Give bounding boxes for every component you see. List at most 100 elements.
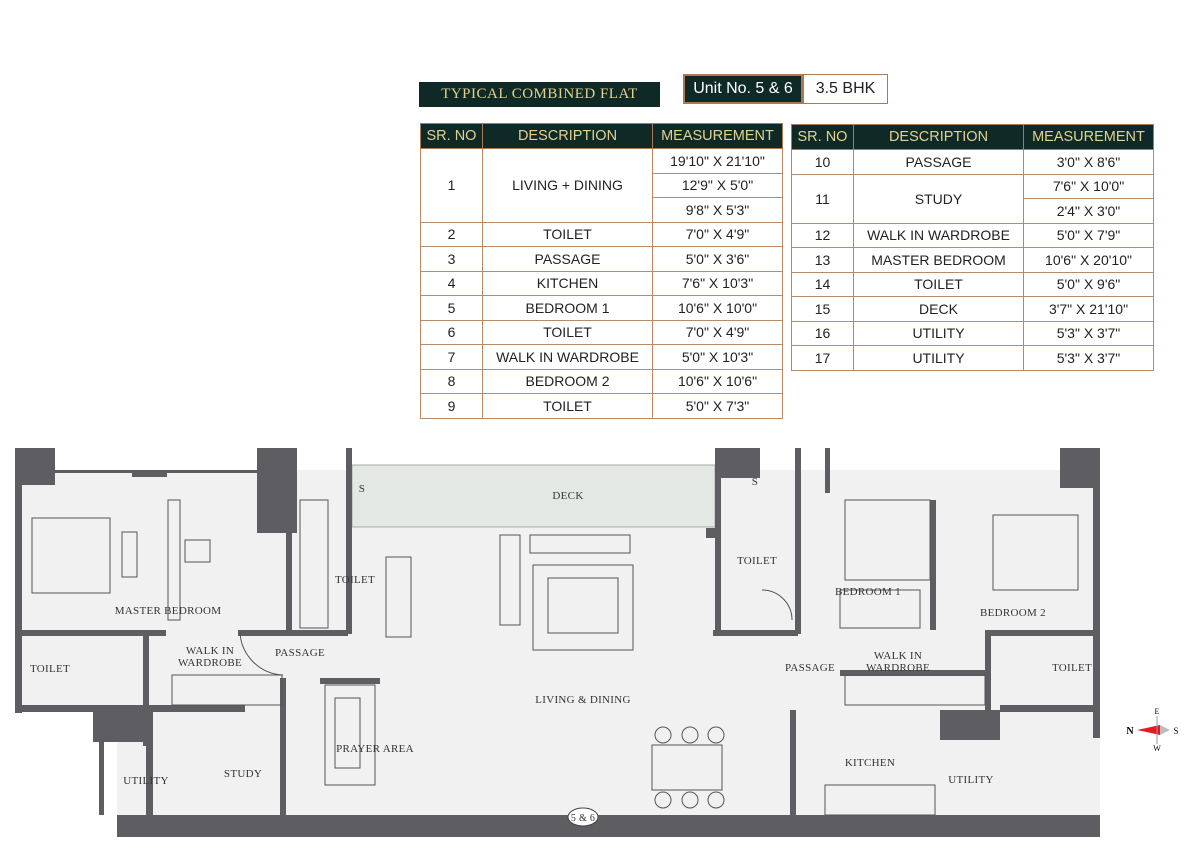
unit-type: 3.5 BHK xyxy=(803,74,888,104)
label-deck: DECK xyxy=(552,490,583,502)
room-labels: DECK S S TOILET MASTER BEDROOM TOILET WA… xyxy=(30,476,1092,827)
description-cell: DECK xyxy=(853,296,1024,322)
sr-no-cell: 16 xyxy=(791,320,854,346)
col-header-description: DESCRIPTION xyxy=(482,123,653,149)
measurement-cell: 5'0" X 9'6" xyxy=(1023,271,1154,297)
compass-s: S xyxy=(1173,726,1178,736)
measurement-cell: 7'0" X 4'9" xyxy=(652,221,783,247)
sr-no-cell: 7 xyxy=(420,344,483,370)
measurement-cell: 10'6" X 10'0" xyxy=(652,295,783,321)
sr-no-cell: 1 xyxy=(420,148,483,223)
compass-n: N xyxy=(1126,726,1134,737)
measurement-cell: 9'8" X 5'3" xyxy=(652,197,783,223)
measurement-cell: 3'7" X 21'10" xyxy=(1023,296,1154,322)
label-passage-right: PASSAGE xyxy=(785,662,835,674)
table-row: 9'8" X 5'3" xyxy=(421,197,783,223)
description-cell: TOILET xyxy=(482,393,653,419)
label-wiw-left-2: WARDROBE xyxy=(178,657,242,669)
sr-no-cell: 9 xyxy=(420,393,483,419)
deck-area xyxy=(351,464,716,528)
col-header-measurement: MEASUREMENT xyxy=(1023,124,1154,150)
label-utility-right: UTILITY xyxy=(948,774,993,786)
measurement-cell: 7'6" X 10'0" xyxy=(1023,173,1154,199)
label-wiw-right-1: WALK IN xyxy=(874,650,922,662)
description-cell: UTILITY xyxy=(853,345,1024,371)
label-shaft-right: S xyxy=(752,476,758,488)
label-wiw-left-1: WALK IN xyxy=(186,645,234,657)
sr-no-cell: 6 xyxy=(420,319,483,345)
description-cell: PASSAGE xyxy=(482,246,653,272)
measurement-cell: 12'9" X 5'0" xyxy=(652,172,783,198)
sr-no-cell: 15 xyxy=(791,296,854,322)
col-header-description: DESCRIPTION xyxy=(853,124,1024,150)
label-bedroom2: BEDROOM 2 xyxy=(980,607,1046,619)
description-cell: TOILET xyxy=(482,221,653,247)
measurement-cell: 5'3" X 3'7" xyxy=(1023,345,1154,371)
measurement-cell: 2'4" X 3'0" xyxy=(1023,198,1154,224)
label-toilet-center-left: TOILET xyxy=(335,574,375,586)
sr-no-cell: 13 xyxy=(791,247,854,273)
label-toilet-master: TOILET xyxy=(30,663,70,675)
measurement-cell: 5'0" X 7'9" xyxy=(1023,222,1154,248)
label-prayer-area: PRAYER AREA xyxy=(336,743,414,755)
sr-no-cell: 17 xyxy=(791,345,854,371)
col-header-srno: SR. NO xyxy=(420,123,483,149)
sr-no-cell: 3 xyxy=(420,246,483,272)
sr-no-cell: 14 xyxy=(791,271,854,297)
description-cell: BEDROOM 1 xyxy=(482,295,653,321)
plan-title: TYPICAL COMBINED FLAT xyxy=(419,82,660,107)
sr-no-cell: 12 xyxy=(791,222,854,248)
label-kitchen: KITCHEN xyxy=(845,757,895,769)
sr-no-cell: 10 xyxy=(791,149,854,175)
label-shaft-left: S xyxy=(359,483,365,495)
label-master-bedroom: MASTER BEDROOM xyxy=(115,605,222,617)
description-cell: WALK IN WARDROBE xyxy=(482,344,653,370)
measurement-cell: 19'10" X 21'10" xyxy=(652,148,783,174)
measurement-cell: 3'0" X 8'6" xyxy=(1023,149,1154,175)
label-unit-tag: 5 & 6 xyxy=(571,813,595,824)
unit-tag-badge xyxy=(567,807,599,827)
description-cell: MASTER BEDROOM xyxy=(853,247,1024,273)
label-living-dining: LIVING & DINING xyxy=(535,694,631,706)
measurement-cell: 5'3" X 3'7" xyxy=(1023,320,1154,346)
description-cell: TOILET xyxy=(482,319,653,345)
compass-w: W xyxy=(1153,744,1161,753)
label-toilet-center-right: TOILET xyxy=(737,555,777,567)
sr-no-cell: 2 xyxy=(420,221,483,247)
walls xyxy=(15,448,1100,837)
description-cell: PASSAGE xyxy=(853,149,1024,175)
furniture xyxy=(31,499,1079,816)
table-row: 12'9" X 5'0" xyxy=(421,172,783,198)
label-wiw-right-2: WARDROBE xyxy=(866,662,930,674)
compass-e: E xyxy=(1155,707,1160,716)
measurement-cell: 7'0" X 4'9" xyxy=(652,319,783,345)
description-cell: TOILET xyxy=(853,271,1024,297)
description-cell: WALK IN WARDROBE xyxy=(853,222,1024,248)
sr-no-cell: 11 xyxy=(791,173,854,224)
label-toilet-right: TOILET xyxy=(1052,662,1092,674)
measurement-cell: 7'6" X 10'3" xyxy=(652,270,783,296)
measurement-cell: 5'0" X 10'3" xyxy=(652,344,783,370)
label-utility-left: UTILITY xyxy=(123,775,168,787)
unit-number: Unit No. 5 & 6 xyxy=(683,74,803,104)
sr-no-cell: 5 xyxy=(420,295,483,321)
label-passage-left: PASSAGE xyxy=(275,647,325,659)
sr-no-cell: 4 xyxy=(420,270,483,296)
measurement-cell: 10'6" X 10'6" xyxy=(652,368,783,394)
